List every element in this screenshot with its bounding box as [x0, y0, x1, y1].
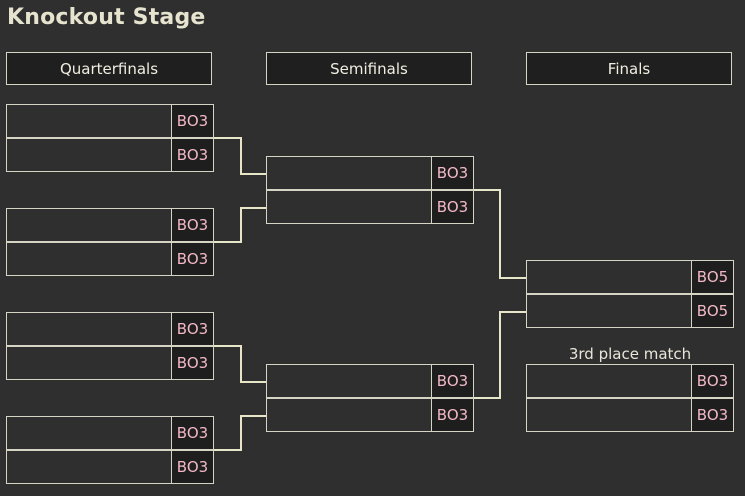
- team-name[interactable]: [7, 347, 171, 379]
- round-header-finals: Finals: [526, 52, 732, 85]
- team-name[interactable]: [7, 105, 171, 137]
- match-format: BO5: [691, 295, 733, 327]
- third-place-label: 3rd place match: [568, 345, 692, 363]
- qf1-slot-1[interactable]: BO3: [6, 104, 214, 138]
- match-format: BO3: [431, 399, 473, 431]
- match-format: BO3: [691, 365, 733, 397]
- final-slot-2[interactable]: BO5: [526, 294, 734, 328]
- sf1-slot-1[interactable]: BO3: [266, 156, 474, 190]
- team-name[interactable]: [267, 157, 431, 189]
- third-place-slot-2[interactable]: BO3: [526, 398, 734, 432]
- page-title: Knockout Stage: [7, 5, 206, 30]
- match-format: BO3: [171, 417, 213, 449]
- team-name[interactable]: [267, 191, 431, 223]
- match-format: BO3: [171, 139, 213, 171]
- qf4-slot-1[interactable]: BO3: [6, 416, 214, 450]
- sf1-slot-2[interactable]: BO3: [266, 190, 474, 224]
- team-name[interactable]: [7, 451, 171, 483]
- match-format: BO3: [691, 399, 733, 431]
- team-name[interactable]: [527, 365, 691, 397]
- match-format: BO3: [171, 243, 213, 275]
- round-header-semifinals: Semifinals: [266, 52, 472, 85]
- qf2-slot-1[interactable]: BO3: [6, 208, 214, 242]
- round-header-quarterfinals: Quarterfinals: [6, 52, 212, 85]
- match-format: BO3: [171, 105, 213, 137]
- team-name[interactable]: [527, 295, 691, 327]
- connector-sf2-final: [473, 311, 526, 399]
- match-format: BO3: [171, 451, 213, 483]
- qf1-slot-2[interactable]: BO3: [6, 138, 214, 172]
- sf2-slot-1[interactable]: BO3: [266, 364, 474, 398]
- third-place-slot-1[interactable]: BO3: [526, 364, 734, 398]
- match-format: BO3: [171, 313, 213, 345]
- connector-qf2-sf1: [213, 207, 266, 243]
- match-format: BO3: [171, 209, 213, 241]
- sf2-slot-2[interactable]: BO3: [266, 398, 474, 432]
- team-name[interactable]: [7, 243, 171, 275]
- team-name[interactable]: [7, 139, 171, 171]
- team-name[interactable]: [7, 209, 171, 241]
- qf3-slot-1[interactable]: BO3: [6, 312, 214, 346]
- match-format: BO3: [171, 347, 213, 379]
- team-name[interactable]: [527, 399, 691, 431]
- team-name[interactable]: [7, 417, 171, 449]
- team-name[interactable]: [267, 399, 431, 431]
- match-format: BO5: [691, 261, 733, 293]
- connector-qf1-sf1: [213, 137, 266, 175]
- qf3-slot-2[interactable]: BO3: [6, 346, 214, 380]
- team-name[interactable]: [7, 313, 171, 345]
- match-format: BO3: [431, 157, 473, 189]
- connector-sf1-final: [473, 189, 526, 279]
- qf4-slot-2[interactable]: BO3: [6, 450, 214, 484]
- qf2-slot-2[interactable]: BO3: [6, 242, 214, 276]
- connector-qf4-sf2: [213, 415, 266, 451]
- team-name[interactable]: [267, 365, 431, 397]
- connector-qf3-sf2: [213, 345, 266, 383]
- match-format: BO3: [431, 365, 473, 397]
- team-name[interactable]: [527, 261, 691, 293]
- match-format: BO3: [431, 191, 473, 223]
- final-slot-1[interactable]: BO5: [526, 260, 734, 294]
